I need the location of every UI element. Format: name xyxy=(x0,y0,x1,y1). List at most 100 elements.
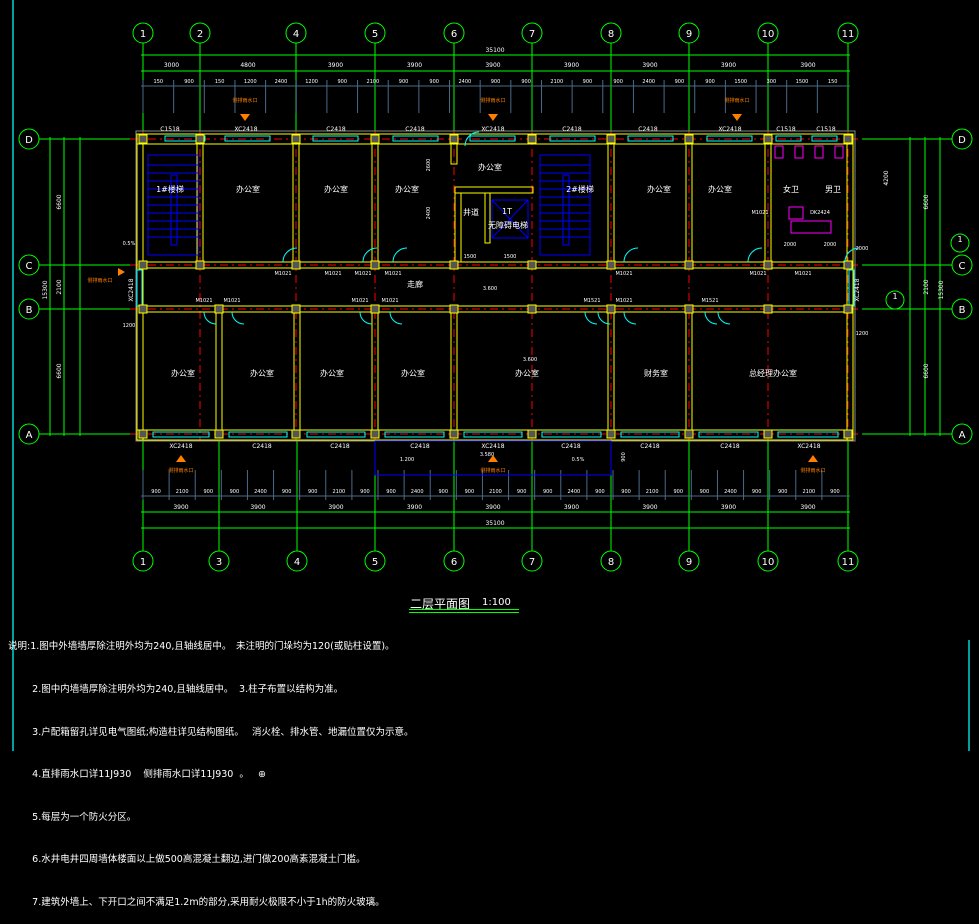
dim-text-interior: 1.200 xyxy=(400,457,414,463)
dim-text-bay: 3900 xyxy=(564,62,579,69)
dim-text-segment: 900 xyxy=(308,489,318,495)
dim-text-interior: 1500 xyxy=(504,254,517,260)
axis-bubble xyxy=(18,254,40,276)
column xyxy=(138,260,148,270)
room-label: 1T xyxy=(502,207,512,216)
dim-text-bay: 4800 xyxy=(240,62,255,69)
axis-label-left: B xyxy=(26,305,33,316)
axis-bubble xyxy=(18,298,40,320)
window-label: C2418 xyxy=(638,126,658,133)
dim-text-interior: 2400 xyxy=(426,207,432,220)
column xyxy=(843,134,853,144)
washbasin-icon xyxy=(790,220,832,234)
elevator-car xyxy=(491,199,529,239)
dim-text-total: 35100 xyxy=(485,520,504,527)
dim-text-segment: 2100 xyxy=(332,489,345,495)
dim-text-interior: 900 xyxy=(621,452,627,462)
window-label: C1518 xyxy=(776,126,796,133)
axis-label-bottom: 1 xyxy=(140,557,146,568)
room-label: 办公室 xyxy=(324,184,348,194)
dim-text-segment: 150 xyxy=(154,79,164,85)
window-north xyxy=(224,135,271,142)
room-label: 办公室 xyxy=(171,368,195,378)
dim-text-segment: 900 xyxy=(521,79,531,85)
axis-label-bottom: 8 xyxy=(608,557,614,568)
dim-text-segment: 900 xyxy=(230,489,240,495)
column xyxy=(138,304,148,314)
door-label: M1021 xyxy=(381,298,398,304)
title-underline xyxy=(409,609,519,610)
dim-text-segment: 900 xyxy=(778,489,788,495)
dim-text-bay: 3000 xyxy=(164,62,179,69)
note-line: 4.直排雨水口详11J930 侧排雨水口详11J930 。⊕ xyxy=(8,768,385,782)
window-label: XC2418 xyxy=(169,443,192,450)
door-label: M1021 xyxy=(223,298,240,304)
axis-label-left: C xyxy=(26,261,33,272)
note-line: 7.建筑外墙上、下开口之间不满足1.2m的部分,采用耐火极限不小于1h的防火玻璃… xyxy=(8,896,385,910)
dim-text-segment: 2100 xyxy=(646,489,659,495)
rain-outlet-label: 侧排雨水口 xyxy=(480,97,505,104)
axis-label-top: 5 xyxy=(372,29,378,40)
column xyxy=(138,134,148,144)
door-swing xyxy=(747,247,763,263)
note-line: 2.图中内墙墙厚除注明外均为240,且轴线居中。 3.柱子布置以结构为准。 xyxy=(8,683,385,697)
window-label: XC2418 xyxy=(481,443,504,450)
dim-text-segment: 900 xyxy=(439,489,449,495)
dim-text-segment: 1200 xyxy=(305,79,318,85)
axis-bubble xyxy=(132,550,154,572)
drain-symbol-icon: ⊕ xyxy=(258,769,266,781)
room-label: 办公室 xyxy=(515,368,539,378)
dim-text-segment: 1500 xyxy=(734,79,747,85)
axis-bubble xyxy=(364,22,386,44)
column xyxy=(843,429,853,439)
dim-text-segment: 900 xyxy=(621,489,631,495)
rain-outlet-label: 侧排雨水口 xyxy=(168,467,193,474)
door-swing xyxy=(392,247,408,263)
door-label: M1021 xyxy=(384,271,401,277)
shaft-wall xyxy=(484,192,491,244)
dim-text-segment: 900 xyxy=(675,79,685,85)
column xyxy=(195,134,205,144)
axis-bubble xyxy=(600,22,622,44)
door-swing xyxy=(359,311,373,325)
dim-text-interior: 2000 xyxy=(856,246,869,252)
dim-text-segment: 2100 xyxy=(176,489,189,495)
dim-text-segment: 2400 xyxy=(724,489,737,495)
dim-text-segment: 2100 xyxy=(802,489,815,495)
axis-label-bottom: 11 xyxy=(842,557,855,568)
dim-text-segment: 150 xyxy=(215,79,225,85)
axis-bubble xyxy=(18,128,40,150)
column xyxy=(606,429,616,439)
dim-text-segment: 900 xyxy=(204,489,214,495)
door-swing xyxy=(203,311,217,325)
room-label: 无障碍电梯 xyxy=(488,220,528,230)
dim-text-segment: 2100 xyxy=(367,79,380,85)
dim-text-segment: 900 xyxy=(543,489,553,495)
column xyxy=(763,429,773,439)
dim-text-bay: 3900 xyxy=(721,504,736,511)
room-label: 总经理办公室 xyxy=(749,368,797,378)
column xyxy=(684,134,694,144)
title-underline xyxy=(409,612,519,613)
door-label: M1021 xyxy=(324,271,341,277)
axis-label-bottom: 5 xyxy=(372,557,378,568)
window-label: C2418 xyxy=(330,443,350,450)
window-north xyxy=(392,135,439,142)
dim-text-segment: 1500 xyxy=(796,79,809,85)
axis-bubble xyxy=(951,254,973,276)
room-label: 办公室 xyxy=(395,184,419,194)
dim-text-segment: 2400 xyxy=(458,79,471,85)
dim-text-segment: 900 xyxy=(674,489,684,495)
room-label: 井道 xyxy=(463,207,479,217)
window-label: XC2418 xyxy=(854,278,861,301)
axis-bubble xyxy=(600,550,622,572)
window-south xyxy=(152,431,210,438)
window-north xyxy=(627,135,674,142)
room-label: 办公室 xyxy=(320,368,344,378)
dim-text-bay: 3900 xyxy=(800,62,815,69)
axis-bubble xyxy=(951,298,973,320)
axis-label-bottom: 7 xyxy=(529,557,535,568)
window-label: C2418 xyxy=(326,126,346,133)
